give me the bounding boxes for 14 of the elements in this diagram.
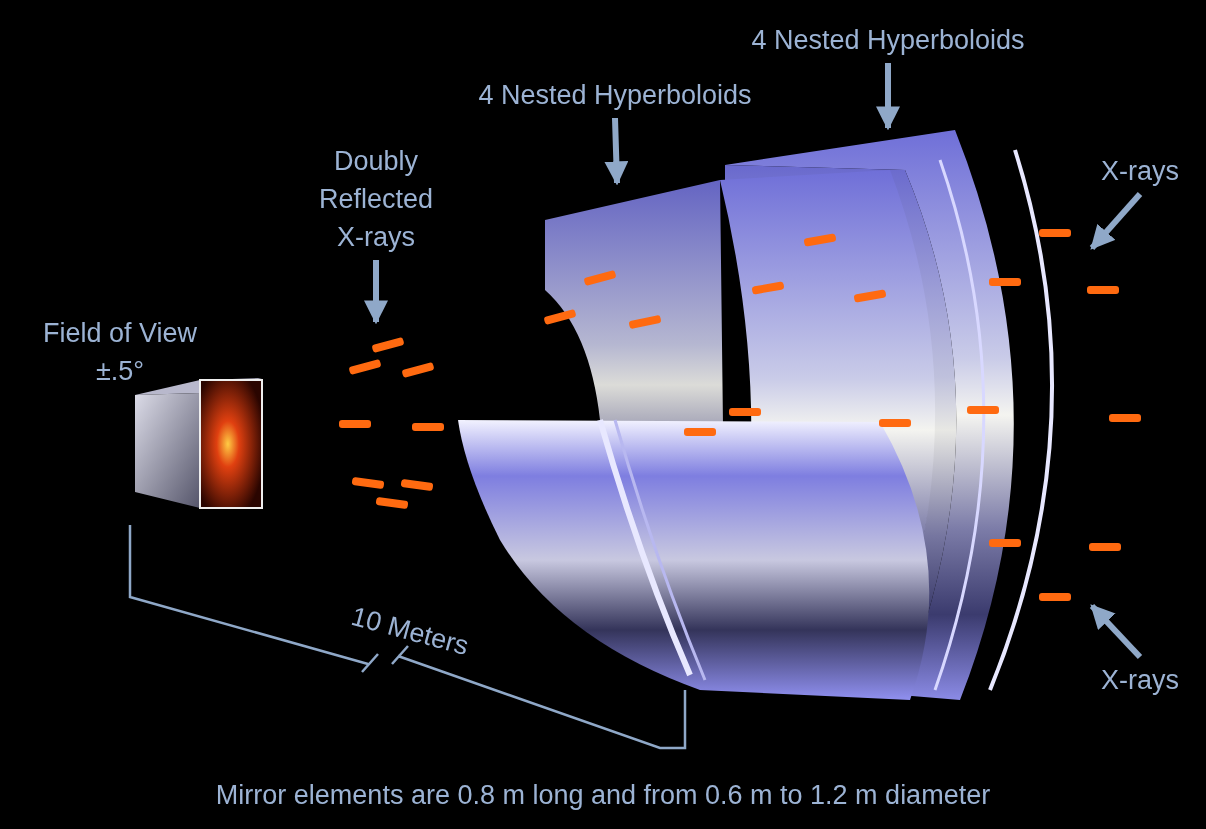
field-of-view-label: Field of View — [41, 317, 199, 350]
callout-label: 4 Nested Hyperboloids — [710, 21, 1066, 59]
leader-arrow — [604, 117, 629, 186]
leader-arrow — [1089, 192, 1143, 250]
callout-label: X-rays — [1085, 661, 1195, 699]
leader-arrow — [364, 260, 388, 325]
caption: Mirror elements are 0.8 m long and from 0.6 m to 1.2 m diameter — [214, 779, 992, 812]
callout-label: 4 Nested Hyperboloids — [440, 76, 790, 114]
dimension-label: 10 Meters — [347, 599, 473, 664]
callout-label: X-rays — [1085, 152, 1195, 190]
leader-arrow — [876, 63, 900, 131]
angle-label: ±.5° — [94, 355, 146, 388]
callout-label: Doubly Reflected X-rays — [306, 142, 446, 256]
leader-arrow — [1089, 603, 1143, 660]
